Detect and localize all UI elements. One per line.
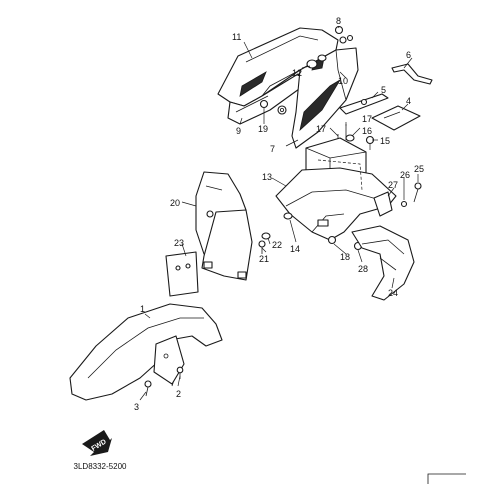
callout-17a: 17	[316, 124, 326, 134]
callout-8: 8	[336, 16, 341, 26]
callout-6: 6	[406, 50, 411, 60]
callout-9: 9	[236, 126, 241, 136]
callout-3: 3	[134, 402, 139, 412]
grommet-part-14	[283, 212, 293, 220]
callout-22: 22	[272, 240, 282, 250]
callout-18: 18	[340, 252, 350, 262]
callout-14: 14	[290, 244, 300, 254]
callout-21: 21	[259, 254, 269, 264]
inner-panel-part-20	[195, 171, 253, 281]
callout-12: 12	[292, 68, 302, 78]
collar-part-18	[327, 235, 337, 245]
collar-part-8	[334, 25, 354, 44]
plate-part-4	[371, 105, 421, 131]
bracket-part-27	[373, 191, 393, 217]
callout-numbers: 1 2 3 4 5 6 7 8 9 10 11 12 13 14 15 16 1…	[134, 16, 424, 412]
reflector-plate-part-23	[165, 251, 199, 297]
bolt-part-15	[365, 135, 375, 150]
bolt-part-21	[258, 240, 266, 254]
catalog-code: 3LD8332-5200	[74, 462, 127, 471]
callout-24: 24	[388, 288, 398, 298]
collar-part-22	[261, 232, 271, 240]
washer-part-16	[345, 134, 355, 142]
leader-lines	[139, 25, 419, 401]
corner-mark	[427, 473, 466, 484]
rear-fender-box	[275, 137, 397, 241]
callout-7: 7	[270, 144, 275, 154]
callout-4: 4	[406, 96, 411, 106]
callout-20: 20	[170, 198, 180, 208]
callout-16: 16	[362, 126, 372, 136]
callout-10: 10	[338, 76, 348, 86]
bracket-part-6	[391, 63, 433, 85]
side-cover-right	[291, 47, 359, 149]
bolt-part-3	[144, 380, 152, 397]
collar-part-19	[259, 99, 287, 115]
bolt-part-25	[413, 182, 422, 203]
callout-13: 13	[262, 172, 272, 182]
callout-28: 28	[358, 264, 368, 274]
callout-2: 2	[176, 389, 181, 399]
callout-11: 11	[232, 32, 241, 42]
callout-1: 1	[140, 304, 145, 314]
bolt-part-26	[400, 200, 408, 208]
callout-23: 23	[174, 238, 184, 248]
callout-27: 27	[388, 180, 398, 190]
callout-15: 15	[380, 136, 390, 146]
callout-26: 26	[400, 170, 410, 180]
callout-19: 19	[258, 124, 268, 134]
seat-cowl-upper	[217, 27, 339, 107]
stay-part-5	[339, 93, 389, 115]
callout-25: 25	[414, 164, 424, 174]
rear-flap-part-24	[351, 225, 415, 301]
callout-5: 5	[381, 85, 386, 95]
callout-17b: 17	[362, 114, 372, 124]
forward-direction-badge: FWD	[82, 430, 112, 456]
